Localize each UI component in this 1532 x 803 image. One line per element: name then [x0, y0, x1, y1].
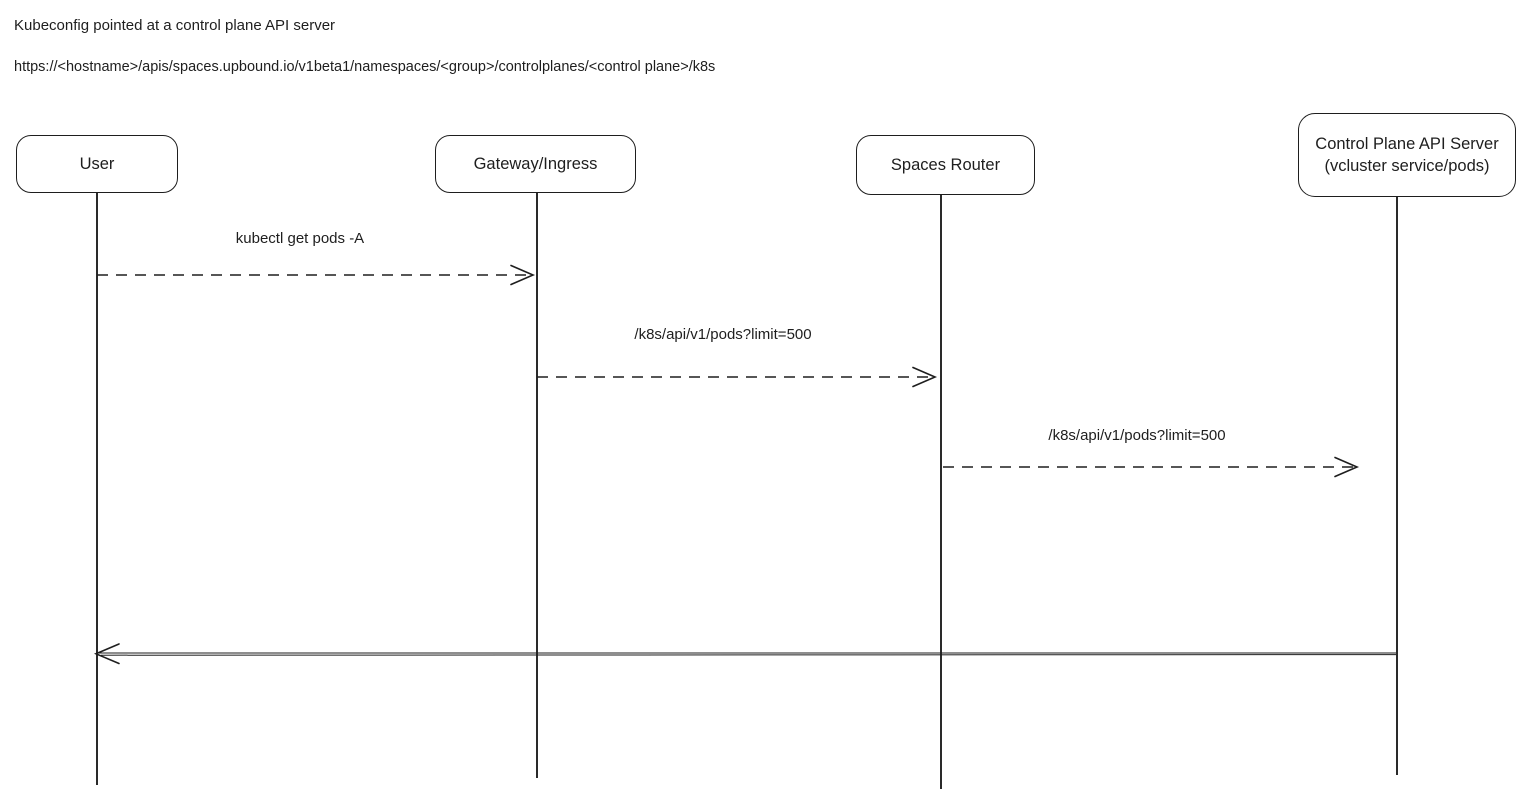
message-arrow-gateway-to-spaces [537, 366, 938, 388]
message-arrow-control-to-user [93, 643, 1397, 665]
arrowhead-right-icon [1334, 456, 1360, 478]
actor-box-spaces-router: Spaces Router [856, 135, 1035, 195]
arrowhead-right-icon [510, 264, 536, 286]
lifeline-user [96, 193, 98, 785]
lifeline-gateway-ingress [536, 192, 538, 778]
message-label-k8s-api-2: /k8s/api/v1/pods?limit=500 [1048, 427, 1226, 444]
diagram-title: Kubeconfig pointed at a control plane AP… [14, 17, 336, 34]
actor-sublabel-control-plane: (vcluster service/pods) [1324, 157, 1490, 175]
lifeline-spaces-router [940, 194, 942, 789]
actor-label-user: User [79, 155, 115, 173]
actor-label-gateway-ingress: Gateway/Ingress [473, 155, 598, 173]
kubeconfig-url: https://<hostname>/apis/spaces.upbound.i… [14, 59, 716, 75]
message-label-k8s-api-1: /k8s/api/v1/pods?limit=500 [634, 326, 812, 343]
lifeline-control-plane [1396, 196, 1398, 775]
arrowhead-right-icon [912, 366, 938, 388]
actor-box-user: User [16, 135, 178, 193]
actor-box-control-plane: Control Plane API Server (vcluster servi… [1298, 113, 1516, 197]
arrowhead-left-icon [93, 643, 120, 665]
actor-label-control-plane: Control Plane API Server [1315, 135, 1499, 153]
message-arrow-user-to-gateway [97, 264, 536, 286]
message-label-kubectl: kubectl get pods -A [235, 230, 365, 247]
message-arrow-spaces-to-control [943, 456, 1360, 478]
message-line [100, 654, 1397, 656]
actor-label-spaces-router: Spaces Router [890, 156, 1001, 174]
actor-box-gateway-ingress: Gateway/Ingress [435, 135, 636, 193]
